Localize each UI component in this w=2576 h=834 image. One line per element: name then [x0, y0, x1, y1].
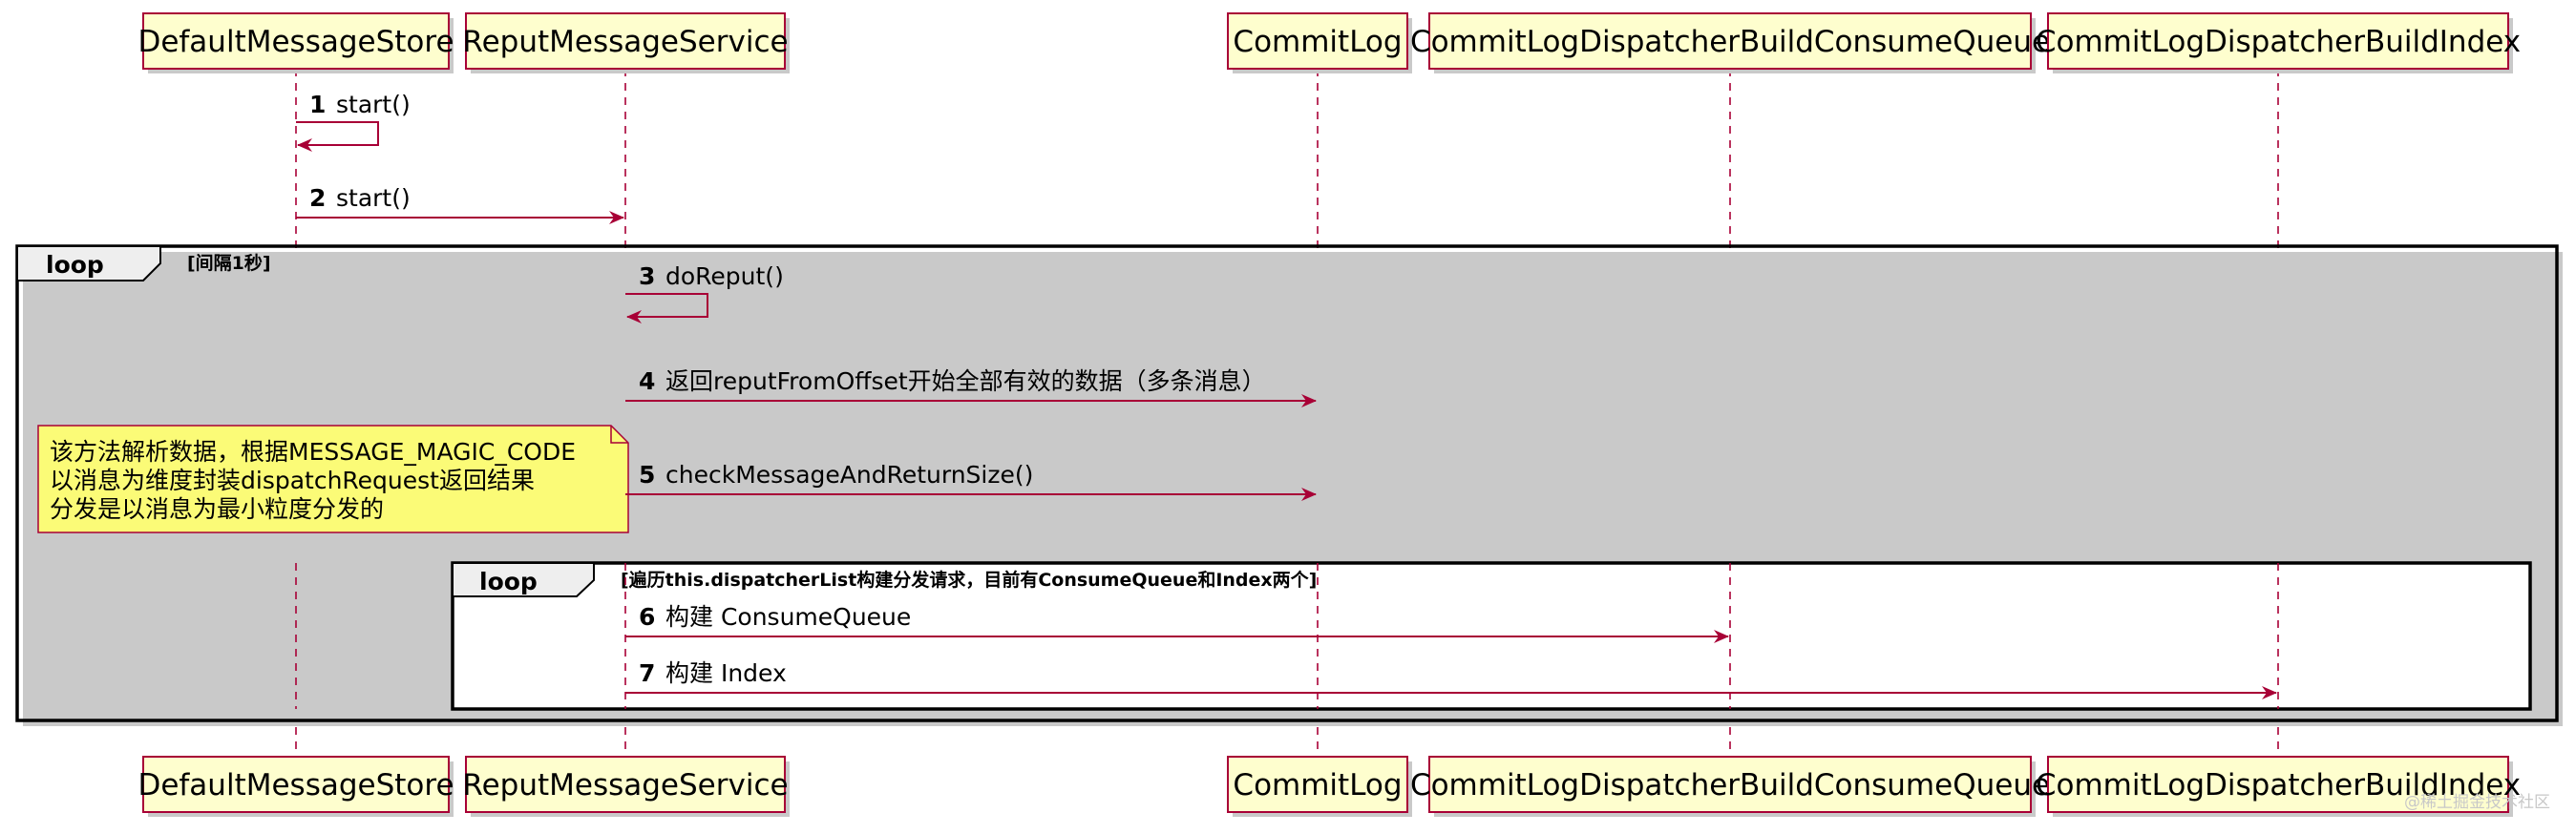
- message-number: 6: [639, 603, 655, 631]
- participant-label: CommitLogDispatcherBuildConsumeQueue: [1410, 768, 2050, 803]
- participant-ReputMessageService-bottom: ReputMessageService: [462, 756, 790, 817]
- participant-label: DefaultMessageStore: [137, 768, 454, 803]
- participant-DefaultMessageStore-top: DefaultMessageStore: [137, 12, 454, 73]
- message-arrow: [625, 293, 708, 323]
- message-number: 5: [639, 461, 655, 489]
- participant-CommitLogDispatcherBuildIndex-bottom: CommitLogDispatcherBuildIndex: [2036, 756, 2521, 817]
- message-2: 2 start(): [296, 184, 624, 224]
- message-arrow: [296, 121, 379, 152]
- participant-DefaultMessageStore-bottom: DefaultMessageStore: [137, 756, 454, 817]
- messages: 1 start() 2 start() 3 doReput() 4 返回reputFromOf…: [296, 91, 2277, 699]
- message-3: 3 doReput(): [625, 262, 784, 323]
- message-number: 1: [309, 91, 326, 118]
- participant-label: CommitLog: [1233, 25, 1402, 59]
- loop-guard-inner: [遍历this.dispatcherList构建分发请求，目前有ConsumeQ…: [621, 569, 1317, 591]
- participant-label: CommitLogDispatcherBuildIndex: [2036, 768, 2521, 803]
- participant-label: CommitLogDispatcherBuildConsumeQueue: [1410, 25, 2050, 59]
- message-label: 返回reputFromOffset开始全部有效的数据（多条消息）: [665, 367, 1266, 395]
- message-number: 3: [639, 262, 655, 290]
- watermark: @稀土掘金技术社区: [2404, 793, 2550, 812]
- note: 该方法解析数据，根据MESSAGE_MAGIC_CODE 以消息为维度封装dis…: [37, 425, 633, 543]
- message-1: 1 start(): [296, 91, 411, 152]
- message-label: start(): [336, 91, 411, 118]
- participant-CommitLogDispatcherBuildConsumeQueue-bottom: CommitLogDispatcherBuildConsumeQueue: [1410, 756, 2050, 817]
- participant-ReputMessageService-top: ReputMessageService: [462, 12, 790, 73]
- message-label: doReput(): [665, 262, 784, 290]
- message-label: 构建 ConsumeQueue: [665, 603, 911, 631]
- note-line-2: 以消息为维度封装dispatchRequest返回结果: [50, 467, 535, 494]
- message-7: 7 构建 Index: [625, 659, 2277, 699]
- participants: DefaultMessageStoreDefaultMessageStoreRe…: [137, 12, 2521, 817]
- note-line-1: 该方法解析数据，根据MESSAGE_MAGIC_CODE: [50, 438, 576, 466]
- loop-title-outer: loop: [46, 251, 104, 279]
- participant-label: CommitLog: [1233, 768, 1402, 803]
- message-number: 7: [639, 659, 655, 687]
- participant-label: ReputMessageService: [462, 25, 788, 59]
- loop-title-inner: loop: [479, 568, 538, 595]
- message-6: 6 构建 ConsumeQueue: [625, 603, 1729, 643]
- participant-CommitLog-bottom: CommitLog: [1227, 756, 1412, 817]
- participant-label: DefaultMessageStore: [137, 25, 454, 59]
- message-label: start(): [336, 184, 411, 212]
- participant-CommitLogDispatcherBuildIndex-top: CommitLogDispatcherBuildIndex: [2036, 12, 2521, 73]
- participant-label: CommitLogDispatcherBuildIndex: [2036, 25, 2521, 59]
- message-label: 构建 Index: [665, 659, 787, 687]
- participant-CommitLog-top: CommitLog: [1227, 12, 1412, 73]
- participant-CommitLogDispatcherBuildConsumeQueue-top: CommitLogDispatcherBuildConsumeQueue: [1410, 12, 2050, 73]
- message-label: checkMessageAndReturnSize(): [665, 461, 1033, 489]
- message-number: 2: [309, 184, 326, 212]
- message-4: 4 返回reputFromOffset开始全部有效的数据（多条消息）: [625, 367, 1317, 407]
- message-5: 5 checkMessageAndReturnSize(): [625, 461, 1317, 501]
- participant-label: ReputMessageService: [462, 768, 788, 803]
- note-line-3: 分发是以消息为最小粒度分发的: [50, 495, 384, 523]
- message-number: 4: [639, 367, 655, 395]
- loop-guard-outer: [间隔1秒]: [187, 252, 271, 274]
